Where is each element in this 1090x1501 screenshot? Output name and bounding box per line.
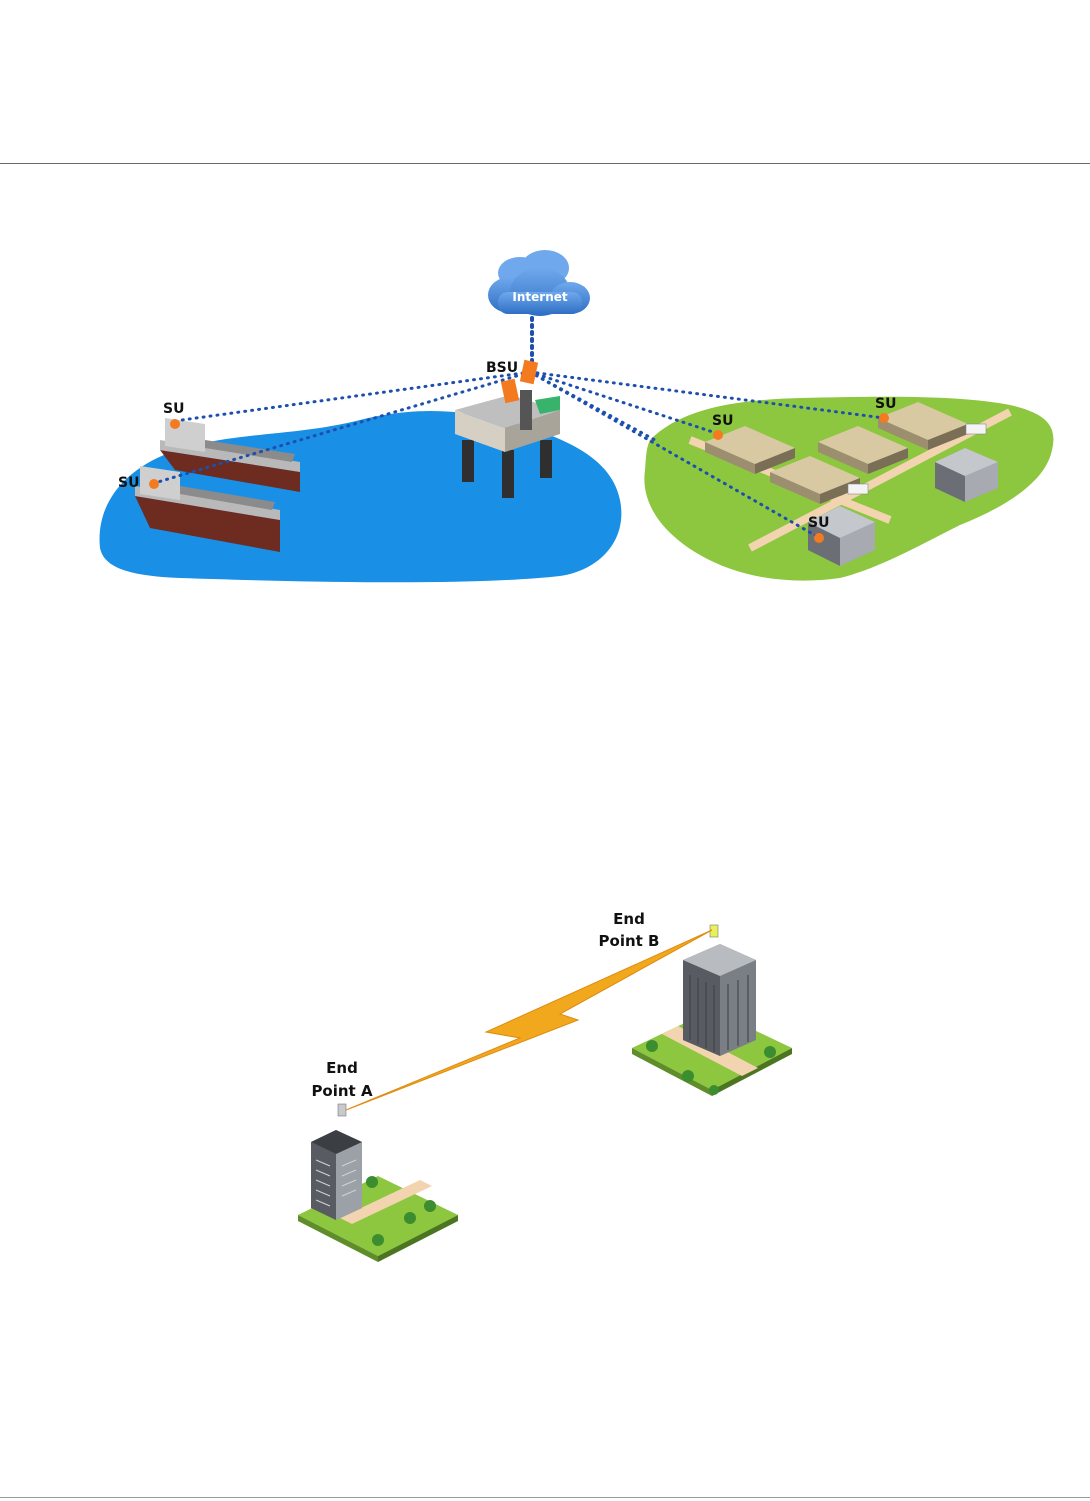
su-label-warehouse-left: SU (712, 413, 733, 429)
end-point-a-label-line2: Point A (311, 1082, 373, 1100)
internet-label: Internet (512, 290, 567, 304)
su-label-ship-lower: SU (118, 475, 139, 491)
wireless-link-bolt (346, 930, 712, 1110)
su-label-office: SU (808, 515, 829, 531)
su-dot-ship-lower (149, 479, 159, 489)
end-point-b-label-line1: End (613, 910, 645, 928)
su-dot-warehouse-left (713, 430, 723, 440)
end-point-b-label-line2: Point B (599, 932, 660, 950)
su-label-warehouse-right: SU (875, 396, 896, 412)
building-end-point-a (311, 1104, 362, 1220)
building-end-point-b (683, 925, 756, 1056)
header-rule (0, 163, 1090, 164)
point-to-point-diagram: End Point B End Point A (0, 900, 1090, 1270)
end-point-a-label-line1: End (326, 1059, 358, 1077)
bsu-label: BSU (486, 360, 518, 376)
su-dot-office (814, 533, 824, 543)
su-dot-warehouse-right (879, 413, 889, 423)
su-dot-ship-upper (170, 419, 180, 429)
su-label-ship-upper: SU (163, 401, 184, 417)
point-to-multipoint-diagram: Internet BSU SU SU SU SU SU (0, 240, 1090, 590)
internet-cloud: Internet (488, 250, 590, 316)
footer-rule (0, 1497, 1090, 1498)
